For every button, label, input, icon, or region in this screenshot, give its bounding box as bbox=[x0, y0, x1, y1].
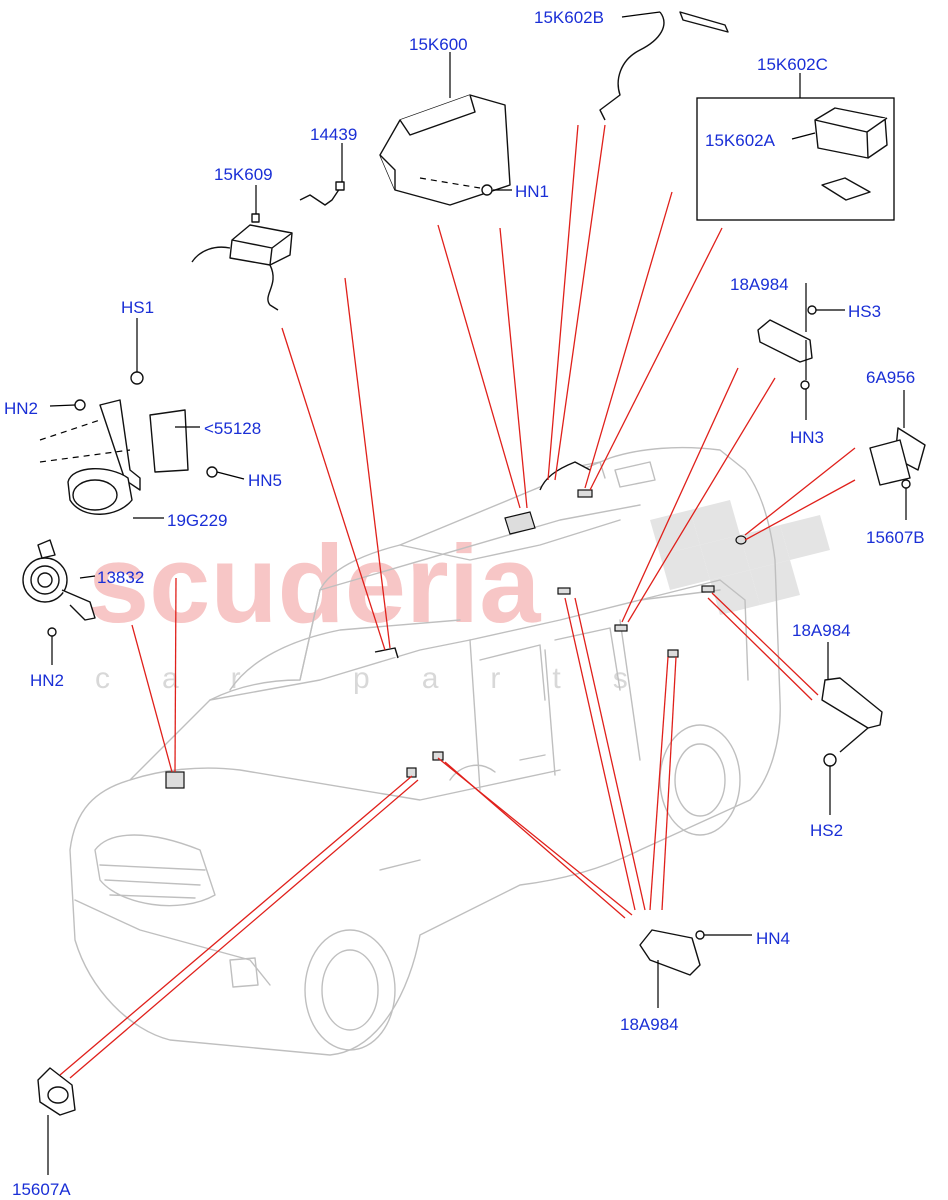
label-HN3: HN3 bbox=[790, 428, 824, 447]
label-HS1: HS1 bbox=[121, 298, 154, 317]
label-HS2: HS2 bbox=[810, 821, 843, 840]
part-15607A bbox=[37, 1067, 76, 1116]
watermark-brand: scuderia bbox=[88, 523, 541, 646]
label-HS3: HS3 bbox=[848, 302, 881, 321]
bracket-18A984-right bbox=[821, 677, 883, 767]
sensor-14439 bbox=[299, 181, 345, 206]
label-14439: 14439 bbox=[310, 125, 357, 144]
label-15K602C: 15K602C bbox=[757, 55, 828, 74]
label-15607B: 15607B bbox=[866, 528, 925, 547]
leader-lines bbox=[47, 11, 907, 1175]
label-19G229: 19G229 bbox=[167, 511, 228, 530]
label-18A984-bottom: 18A984 bbox=[620, 1015, 679, 1034]
label-13832: 13832 bbox=[97, 568, 144, 587]
label-HN1: HN1 bbox=[515, 182, 549, 201]
module-15K609 bbox=[191, 213, 293, 311]
part-labels: 15K602B 15K600 15K602C 15K602A 14439 HN1… bbox=[4, 8, 925, 1199]
label-HN2-bottom: HN2 bbox=[30, 671, 64, 690]
in-car-parts bbox=[165, 461, 747, 789]
label-15K602A: 15K602A bbox=[705, 131, 776, 150]
bracket-18A984-bottom bbox=[639, 929, 705, 976]
label-55128: <55128 bbox=[204, 419, 261, 438]
antenna-15K602B bbox=[599, 11, 729, 121]
label-HN4: HN4 bbox=[756, 929, 790, 948]
bracket-18A984-top bbox=[757, 305, 817, 390]
module-15K600 bbox=[379, 94, 511, 206]
label-15K600: 15K600 bbox=[409, 35, 468, 54]
checkered-flag-watermark bbox=[650, 500, 830, 615]
watermark: scuderia car parts bbox=[88, 500, 830, 695]
label-18A984-right: 18A984 bbox=[792, 621, 851, 640]
module-15K602C-box bbox=[696, 97, 895, 221]
label-HN2-top: HN2 bbox=[4, 399, 38, 418]
bracket-assembly-55128 bbox=[39, 371, 218, 515]
watermark-subtitle: car parts bbox=[95, 662, 680, 695]
horn-13832 bbox=[22, 539, 96, 637]
vehicle-outline bbox=[69, 446, 781, 1056]
part-6A956 bbox=[869, 427, 926, 489]
label-6A956: 6A956 bbox=[866, 368, 915, 387]
label-15K609: 15K609 bbox=[214, 165, 273, 184]
label-18A984-top: 18A984 bbox=[730, 275, 789, 294]
label-15K602B: 15K602B bbox=[534, 8, 604, 27]
callout-lines bbox=[59, 124, 856, 1079]
label-15607A: 15607A bbox=[12, 1180, 71, 1199]
label-HN5: HN5 bbox=[248, 471, 282, 490]
